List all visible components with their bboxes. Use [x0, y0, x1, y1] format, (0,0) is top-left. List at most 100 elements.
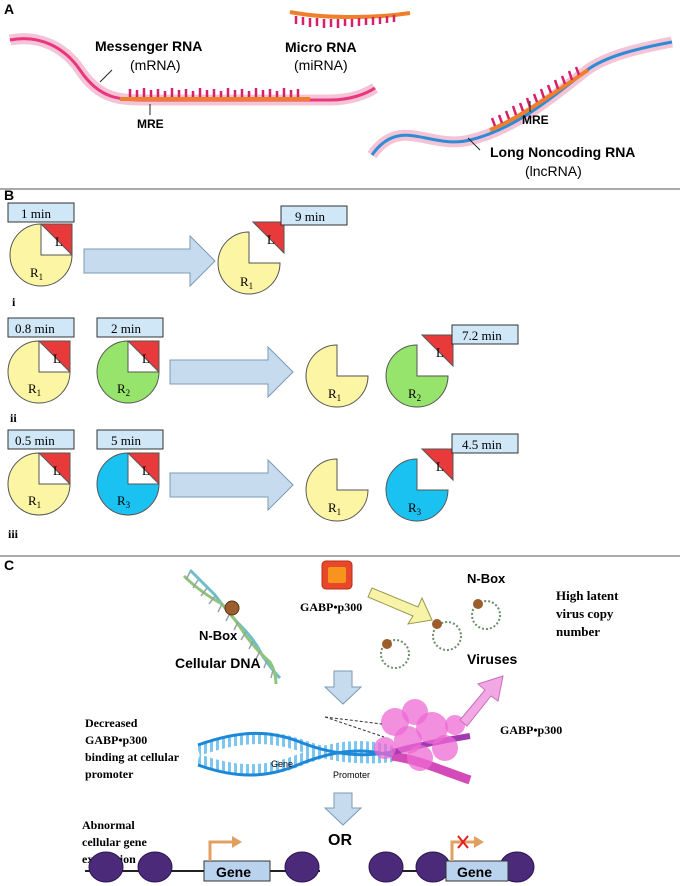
high-latent-line2: virus copy	[556, 606, 614, 621]
receptor-r1	[7, 452, 71, 516]
arrow-to-viruses-pink	[459, 675, 504, 727]
down-arrow	[323, 670, 363, 705]
lncrna-strand	[367, 36, 674, 159]
receptor-label: R1	[28, 493, 41, 510]
or-label: OR	[328, 832, 352, 849]
viruses-label: Viruses	[467, 651, 518, 667]
abnormal-line2: cellular gene	[82, 835, 147, 849]
binding-lines	[324, 716, 385, 738]
virus	[471, 600, 501, 630]
time-box	[7, 429, 75, 450]
ligand-label: L	[436, 459, 444, 474]
mrna-abbr: (mRNA)	[130, 57, 181, 73]
nucleosome	[284, 851, 320, 883]
receptor-r1	[305, 344, 369, 408]
time-box	[451, 433, 519, 454]
panel-label-a: A	[4, 1, 14, 17]
mirna-strand	[289, 10, 411, 28]
mre-left-label: MRE	[137, 117, 164, 131]
mirna-name: Micro RNA	[285, 39, 357, 55]
decreased-line4: promoter	[85, 767, 134, 781]
gene-small-label: Gene	[271, 759, 293, 769]
receptor-r1	[217, 231, 281, 295]
cellular-dna-helix	[182, 568, 282, 685]
gabp-protein-cluster	[374, 699, 465, 771]
ligand	[39, 223, 73, 257]
virus-n-box	[432, 619, 442, 629]
ligand	[251, 221, 285, 255]
ligand	[420, 334, 454, 368]
nucleosome	[88, 851, 124, 883]
transition-arrow	[83, 234, 216, 288]
time-label: 0.8 min	[15, 321, 55, 336]
decreased-line2: GABP•p300	[85, 733, 147, 747]
ligand	[37, 452, 71, 486]
gene-box	[445, 860, 509, 882]
down-arrow	[323, 792, 363, 826]
row-i: 1 min L R1 R1 L 9 min i	[7, 202, 348, 309]
virus	[432, 621, 462, 651]
receptor-label: R1	[328, 386, 341, 403]
mrna-strand	[8, 33, 379, 106]
virus	[380, 639, 410, 669]
row-label: i	[12, 295, 16, 309]
nucleosome	[368, 851, 404, 883]
virus-n-box	[382, 639, 392, 649]
cellular-dna-label: Cellular DNA	[175, 655, 261, 671]
n-box-dna-label: N-Box	[199, 628, 238, 643]
arrow-to-viruses	[367, 587, 433, 625]
panel-b: B 1 min L R1 R1 L 9 min i 0.8 min 2 min	[4, 187, 519, 541]
transcription-arrowhead-icon	[474, 836, 484, 848]
ligand-label: L	[142, 463, 150, 478]
panel-label-c: C	[4, 557, 14, 573]
lncrna-pointer	[467, 137, 481, 151]
receptor-r1	[9, 223, 73, 287]
row-label: ii	[10, 411, 17, 425]
n-box-site	[224, 600, 240, 616]
time-label: 9 min	[295, 209, 325, 224]
ligand	[37, 340, 71, 374]
decreased-line3: binding at cellular	[85, 750, 180, 764]
ligand	[126, 340, 160, 374]
mrna-pointer	[99, 69, 113, 83]
lncrna-name: Long Noncoding RNA	[490, 144, 635, 160]
time-box	[451, 324, 519, 345]
virus-particles	[380, 599, 501, 669]
time-label: 0.5 min	[15, 433, 55, 448]
row-ii: 0.8 min 2 min L R1 L R2 R1 R2 L 7.2 min …	[7, 317, 519, 425]
gabp-right-label: GABP•p300	[500, 723, 562, 737]
virus-n-box	[473, 599, 483, 609]
receptor-r2	[385, 344, 449, 408]
nucleosome	[415, 851, 451, 883]
receptor-label: R1	[240, 274, 253, 291]
transition-arrow	[169, 345, 294, 399]
high-latent-line3: number	[556, 624, 600, 639]
transcription-arrow-icon	[450, 840, 476, 861]
panel-a: A	[4, 1, 674, 179]
ligand-label: L	[53, 463, 61, 478]
time-label: 4.5 min	[462, 437, 502, 452]
receptor-r1	[7, 340, 71, 404]
transition-arrow	[169, 458, 294, 512]
ligand-label: L	[55, 234, 63, 249]
gabp-top-label: GABP•p300	[300, 600, 362, 614]
receptor-label: R3	[117, 493, 131, 510]
receptor-label: R3	[408, 500, 422, 517]
mre-right-label: MRE	[522, 113, 549, 127]
mrna-name: Messenger RNA	[95, 38, 202, 54]
receptor-label: R1	[30, 265, 43, 282]
lncrna-abbr: (lncRNA)	[525, 163, 582, 179]
chromatin-repressed: Gene	[368, 835, 535, 883]
time-box	[7, 202, 75, 223]
transcription-arrowhead-icon	[232, 836, 242, 848]
receptor-label: R1	[328, 500, 341, 517]
time-box	[96, 317, 164, 338]
gabp-protein-core	[328, 567, 346, 583]
mirna-abbr: (miRNA)	[294, 57, 348, 73]
time-label: 7.2 min	[462, 328, 502, 343]
time-box	[280, 205, 348, 226]
nucleosome	[137, 851, 173, 883]
time-label: 5 min	[111, 433, 141, 448]
receptor-label: R2	[117, 381, 130, 398]
